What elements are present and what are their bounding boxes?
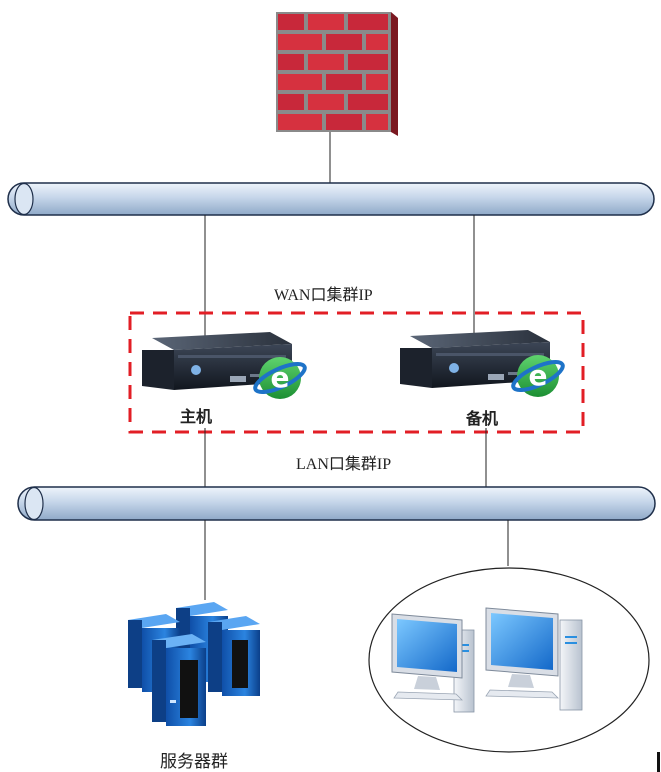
e-logo-icon: e — [253, 357, 307, 399]
wan-bus — [7, 182, 655, 216]
e-logo-icon: e — [511, 355, 565, 397]
desktop-computers-icon — [391, 607, 583, 713]
server-towers-icon — [128, 602, 260, 726]
edge-marker — [657, 752, 660, 772]
svg-text:e: e — [529, 359, 548, 392]
svg-text:e: e — [271, 361, 290, 394]
backup-label: 备机 — [466, 409, 499, 428]
primary-label: 主机 — [180, 407, 213, 426]
server-cluster-label: 服务器群 — [160, 752, 228, 772]
lan-cluster-ip-label: LAN口集群IP — [296, 456, 392, 473]
firewall-icon — [276, 12, 398, 136]
wan-cluster-ip-label: WAN口集群IP — [274, 287, 373, 304]
lan-bus — [17, 486, 656, 521]
cluster-boundary — [128, 311, 585, 434]
